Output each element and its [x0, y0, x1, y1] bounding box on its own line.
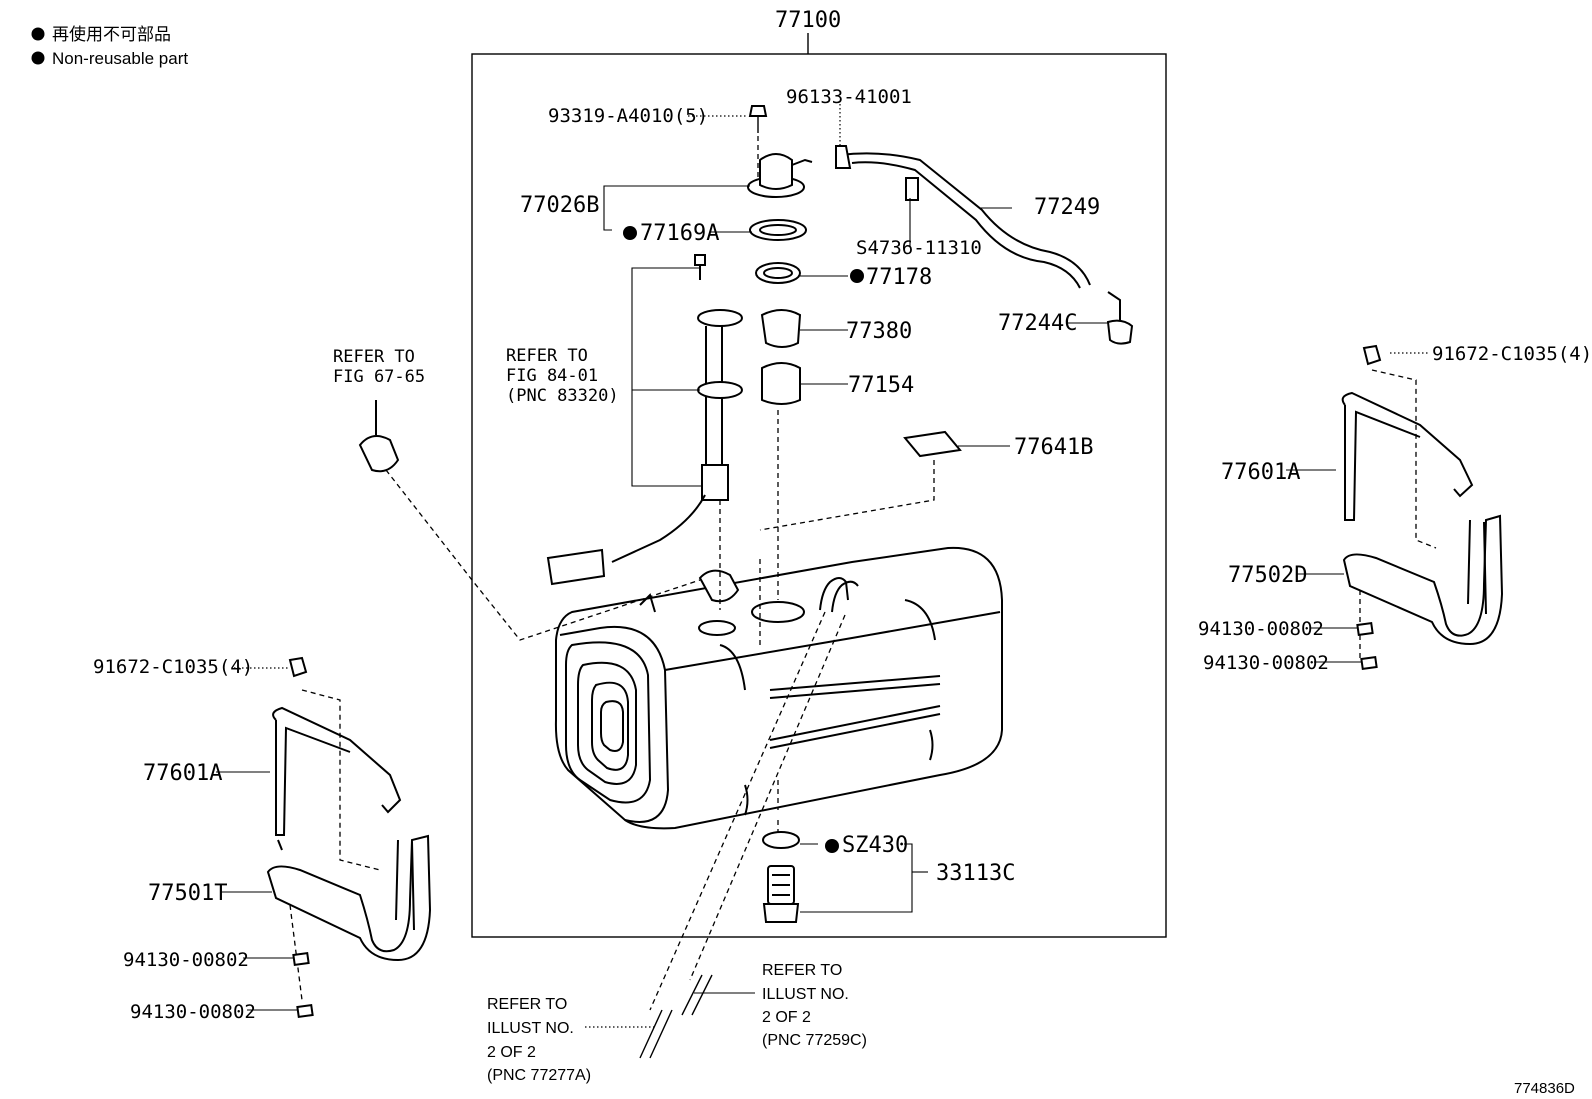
non-reusable-dot-icon — [850, 269, 864, 283]
guide-lines — [289, 136, 1437, 1011]
label-91672-left[interactable]: 91672-C1035(4) — [93, 656, 253, 678]
non-reusable-bullet-icon — [31, 27, 45, 41]
assembly-box — [471, 53, 1167, 938]
legend-english: Non-reusable part — [52, 49, 188, 68]
label-SZ430[interactable]: SZ430 — [842, 833, 908, 858]
refer-component-fig6765[interactable] — [358, 400, 400, 473]
protector-pad[interactable] — [903, 430, 962, 458]
breather-hose[interactable] — [835, 145, 1134, 345]
left-strap-group[interactable] — [266, 656, 432, 1019]
ref-illust-left-line2[interactable]: ILLUST NO. — [487, 1020, 574, 1037]
label-77154[interactable]: 77154 — [848, 373, 914, 398]
legend: 再使用不可部品 Non-reusable part — [31, 24, 188, 68]
filler-pipes — [639, 974, 713, 1059]
ref-fig8401-line1[interactable]: REFER TO — [506, 346, 588, 366]
leader-lines — [216, 104, 1430, 1028]
fuel-tank-body[interactable] — [554, 546, 1003, 830]
ref-illust-left-line4[interactable]: (PNC 77277A) — [487, 1067, 591, 1084]
part-labels: 93319-A4010(5) 96133-41001 77026B 77169A… — [93, 86, 1592, 1023]
label-77244C[interactable]: 77244C — [998, 311, 1077, 336]
legend-japanese: 再使用不可部品 — [52, 24, 171, 44]
assembly-label[interactable]: 77100 — [775, 8, 841, 33]
label-77380[interactable]: 77380 — [846, 319, 912, 344]
right-strap-group[interactable] — [1341, 344, 1504, 671]
ref-illust-left-line3[interactable]: 2 OF 2 — [487, 1044, 536, 1061]
ref-illust-left-line1[interactable]: REFER TO — [487, 996, 567, 1013]
label-77249[interactable]: 77249 — [1034, 195, 1100, 220]
reference-notes: REFER TO FIG 67-65 REFER TO FIG 84-01 (P… — [333, 346, 867, 1084]
label-77169A[interactable]: 77169A — [640, 221, 719, 246]
assembly-frame-77100: 77100 — [471, 8, 1167, 938]
label-94130-right-1[interactable]: 94130-00802 — [1198, 618, 1324, 640]
illustration-code: 774836D — [1514, 1080, 1575, 1097]
ref-fig6765-line1[interactable]: REFER TO — [333, 347, 415, 367]
label-33113C[interactable]: 33113C — [936, 861, 1015, 886]
label-91672-right[interactable]: 91672-C1035(4) — [1432, 343, 1592, 365]
label-77601A-left[interactable]: 77601A — [143, 761, 222, 786]
label-77601A-right[interactable]: 77601A — [1221, 460, 1300, 485]
non-reusable-dot-icon — [825, 839, 839, 853]
label-77178[interactable]: 77178 — [866, 265, 932, 290]
ref-fig6765-line2[interactable]: FIG 67-65 — [333, 367, 425, 387]
non-reusable-dot-icon — [623, 226, 637, 240]
fuel-sender-gauge[interactable] — [546, 254, 743, 586]
ref-illust-right-line2[interactable]: ILLUST NO. — [762, 986, 849, 1003]
ref-illust-right-line4[interactable]: (PNC 77259C) — [762, 1032, 867, 1049]
label-77641B[interactable]: 77641B — [1014, 435, 1093, 460]
fuel-pump-cover-group[interactable] — [747, 105, 813, 923]
label-S4736[interactable]: S4736-11310 — [856, 237, 982, 259]
label-77501T[interactable]: 77501T — [148, 881, 227, 906]
label-77026B[interactable]: 77026B — [520, 193, 599, 218]
label-77502D[interactable]: 77502D — [1228, 563, 1307, 588]
ref-illust-right-line3[interactable]: 2 OF 2 — [762, 1009, 811, 1026]
non-reusable-bullet-icon — [31, 51, 45, 65]
label-96133[interactable]: 96133-41001 — [786, 86, 912, 108]
ref-fig8401-line2[interactable]: FIG 84-01 — [506, 366, 598, 386]
non-reusable-markers — [623, 226, 864, 853]
label-93319[interactable]: 93319-A4010(5) — [548, 105, 708, 127]
label-94130-right-2[interactable]: 94130-00802 — [1203, 652, 1329, 674]
ref-fig8401-line3[interactable]: (PNC 83320) — [506, 386, 619, 406]
ref-illust-right-line1[interactable]: REFER TO — [762, 962, 842, 979]
label-94130-left-1[interactable]: 94130-00802 — [123, 949, 249, 971]
label-94130-left-2[interactable]: 94130-00802 — [130, 1001, 256, 1023]
